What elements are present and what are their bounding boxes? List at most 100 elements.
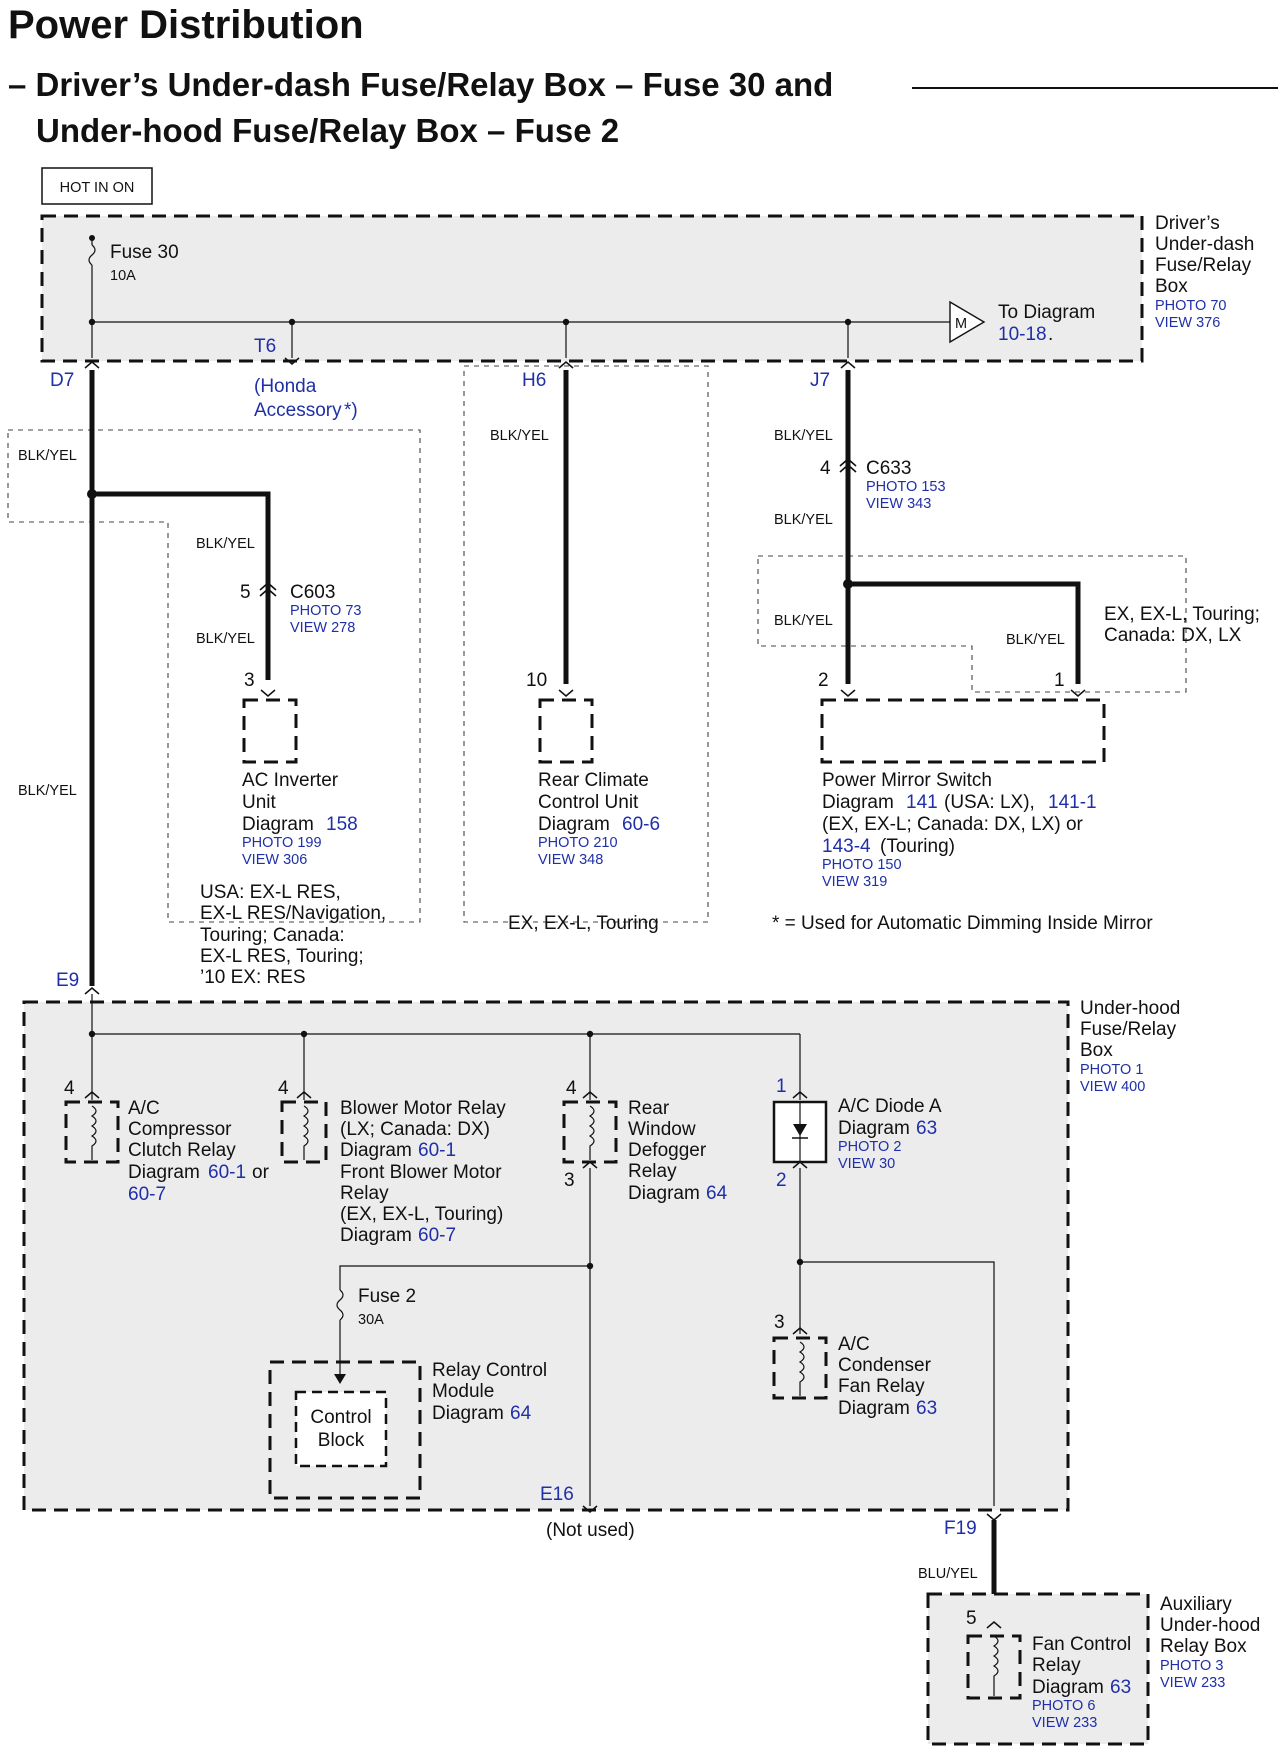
svg-text:4: 4 (566, 1078, 577, 1099)
underhood-box (22, 1000, 1070, 1512)
svg-text:Diagram: Diagram (628, 1183, 700, 1204)
fan-control-text: Fan Control Relay Diagram 63 PHOTO 6 VIE… (1032, 1634, 1131, 1731)
svg-text:Auxiliary: Auxiliary (1160, 1594, 1232, 1615)
svg-text:VIEW 30: VIEW 30 (838, 1156, 895, 1172)
svg-text:(EX, EX-L, Touring): (EX, EX-L, Touring) (340, 1204, 503, 1225)
svg-text:VIEW 348: VIEW 348 (538, 852, 603, 868)
svg-text:64: 64 (510, 1403, 532, 1424)
svg-text:Clutch Relay: Clutch Relay (128, 1140, 236, 1161)
svg-text:Control: Control (310, 1407, 371, 1428)
svg-text:A/C: A/C (128, 1098, 160, 1119)
svg-text:5: 5 (966, 1608, 977, 1629)
svg-text:VIEW 343: VIEW 343 (866, 496, 931, 512)
svg-text:EX-L RES/Navigation,: EX-L RES/Navigation, (200, 903, 386, 924)
fuse-2-rating: 30A (358, 1312, 384, 1328)
terminal-h6: H6 (522, 370, 546, 391)
rear-climate-unit (538, 698, 594, 764)
svg-text:Window: Window (628, 1119, 696, 1140)
svg-text:(USA: LX),: (USA: LX), (944, 792, 1035, 813)
svg-text:Fuse/Relay: Fuse/Relay (1080, 1019, 1177, 1040)
svg-text:60-7: 60-7 (418, 1225, 456, 1246)
ac-inverter-text: AC Inverter Unit Diagram 158 PHOTO 199 V… (200, 770, 386, 988)
svg-text:1: 1 (776, 1076, 787, 1097)
terminal-e9: E9 (56, 970, 79, 991)
svg-text:63: 63 (916, 1118, 937, 1139)
svg-text:Relay Control: Relay Control (432, 1360, 547, 1381)
svg-text:Front Blower Motor: Front Blower Motor (340, 1162, 502, 1183)
svg-text:Control Unit: Control Unit (538, 792, 639, 813)
c603-connector-icon (259, 581, 277, 597)
svg-text:3: 3 (564, 1170, 575, 1191)
svg-text:PHOTO 6: PHOTO 6 (1032, 1698, 1095, 1714)
to-diagram-ref[interactable]: 10-18 (998, 324, 1047, 345)
svg-text:60-6: 60-6 (622, 814, 660, 835)
svg-text:EX, EX-L, Touring;: EX, EX-L, Touring; (1104, 604, 1260, 625)
svg-text:BLK/YEL: BLK/YEL (774, 428, 833, 444)
c603-name: C603 (290, 582, 335, 603)
svg-text:60-7: 60-7 (128, 1184, 166, 1205)
svg-text:141-1: 141-1 (1048, 792, 1097, 813)
svg-text:Diagram: Diagram (242, 814, 314, 835)
svg-text:Blower Motor Relay: Blower Motor Relay (340, 1098, 506, 1119)
honda-accessory-note: (Honda (254, 376, 317, 397)
wire-ac-inverter (92, 491, 271, 680)
svg-text:Box: Box (1155, 276, 1188, 297)
svg-text:Fan Control: Fan Control (1032, 1634, 1131, 1655)
svg-text:VIEW 233: VIEW 233 (1160, 1675, 1225, 1691)
svg-text:BLK/YEL: BLK/YEL (774, 613, 833, 629)
terminal-f19: F19 (944, 1518, 977, 1539)
svg-text:3: 3 (244, 670, 255, 691)
underhood-box-label: Under-hood Fuse/Relay Box PHOTO 1 VIEW 4… (1080, 998, 1180, 1095)
svg-text:Fan Relay: Fan Relay (838, 1376, 925, 1397)
svg-text:60-1: 60-1 (418, 1140, 456, 1161)
svg-text:Canada: DX, LX: Canada: DX, LX (1104, 625, 1242, 646)
svg-text:VIEW 376: VIEW 376 (1155, 315, 1220, 331)
ac-inverter-option-region (7, 429, 421, 923)
terminal-j7: J7 (810, 370, 830, 391)
svg-text:BLK/YEL: BLK/YEL (774, 512, 833, 528)
svg-text:(Touring): (Touring) (880, 836, 955, 857)
svg-text:5: 5 (240, 582, 251, 603)
svg-text:.: . (1048, 324, 1053, 345)
c633-connector-icon (839, 457, 857, 473)
ac-compressor-relay-icon (64, 1091, 120, 1164)
svg-text:or: or (252, 1162, 270, 1183)
ac-condenser-relay-icon (772, 1327, 828, 1400)
aux-relay-box-label: Auxiliary Under-hood Relay Box PHOTO 3 V… (1160, 1594, 1260, 1691)
rear-climate-option-region (463, 365, 709, 923)
svg-text:Diagram: Diagram (1032, 1677, 1104, 1698)
terminal-t6: T6 (254, 336, 276, 357)
ac-diode-icon (772, 1091, 828, 1169)
blower-relay-icon (280, 1091, 328, 1164)
svg-text:Condenser: Condenser (838, 1355, 932, 1376)
aux-relay-box (926, 1592, 1150, 1746)
svg-text:PHOTO 3: PHOTO 3 (1160, 1658, 1223, 1674)
svg-text:Diagram: Diagram (340, 1225, 412, 1246)
wire-label-d7-1: BLK/YEL (18, 448, 77, 464)
svg-text:1: 1 (1054, 670, 1065, 691)
svg-text:60-1: 60-1 (208, 1162, 246, 1183)
footnote: * = Used for Automatic Dimming Inside Mi… (772, 913, 1153, 934)
svg-text:BLK/YEL: BLK/YEL (196, 631, 255, 647)
to-diagram-label: To Diagram (998, 302, 1095, 323)
svg-text:PHOTO 2: PHOTO 2 (838, 1139, 901, 1155)
fan-control-relay-icon (966, 1621, 1022, 1700)
svg-text:Rear: Rear (628, 1098, 670, 1119)
relay-control-text: Relay Control Module Diagram 64 (432, 1360, 547, 1424)
svg-text:158: 158 (326, 814, 358, 835)
svg-text:2: 2 (818, 670, 829, 691)
svg-text:10: 10 (526, 670, 547, 691)
svg-text:EX-L RES, Touring;: EX-L RES, Touring; (200, 946, 364, 967)
relay-control-module (268, 1360, 422, 1500)
hot-in-on-box (41, 167, 153, 205)
terminal-d7: D7 (50, 370, 74, 391)
page-subtitle-line1: – Driver’s Under-dash Fuse/Relay Box – F… (8, 66, 833, 103)
fuse-2-icon (336, 1289, 344, 1321)
svg-text:Defogger: Defogger (628, 1140, 707, 1161)
svg-text:BLK/YEL: BLK/YEL (1006, 632, 1065, 648)
svg-text:141: 141 (906, 792, 938, 813)
terminal-e16: E16 (540, 1484, 574, 1505)
svg-text:Touring; Canada:: Touring; Canada: (200, 925, 345, 946)
power-mirror-switch (820, 698, 1106, 764)
